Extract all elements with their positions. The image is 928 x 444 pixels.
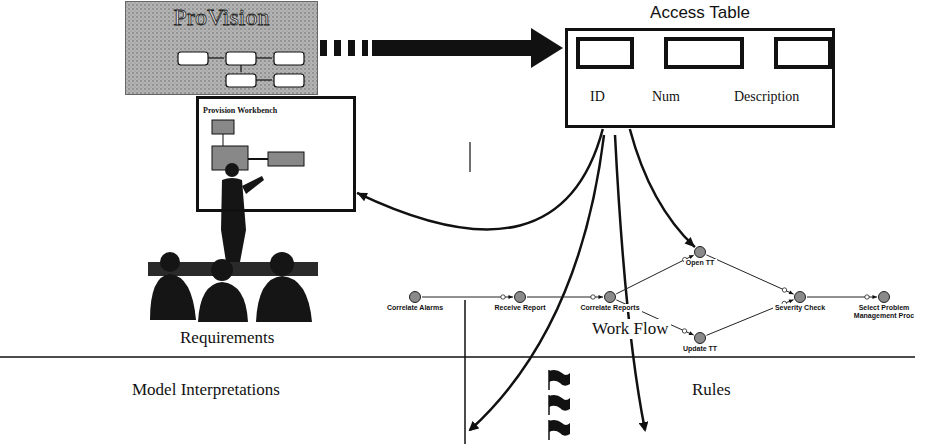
table-node: ID Num Description Access Table	[560, 3, 840, 130]
step-label: Receive Report	[493, 304, 548, 312]
step-circle	[409, 291, 421, 303]
section-label: Rules	[690, 380, 733, 400]
arrow-head	[531, 28, 563, 68]
arrow-body	[372, 40, 531, 56]
arrow-head	[598, 295, 603, 299]
connector-port	[682, 329, 686, 333]
column-header: Num	[652, 89, 680, 105]
connector-line	[630, 129, 695, 247]
arrow-body	[320, 40, 368, 56]
flow-arrow	[470, 135, 645, 430]
step-circle	[794, 291, 806, 303]
connector	[357, 129, 603, 229]
arrow-head	[508, 295, 513, 299]
divider-line	[0, 356, 915, 358]
step-node: Open TT	[684, 246, 717, 267]
people-silhouettes	[148, 163, 318, 322]
connector	[422, 295, 513, 299]
table-title: Access Table	[560, 3, 840, 23]
connector-line	[616, 255, 693, 294]
screen-node: Provision Workbench	[196, 96, 356, 212]
step-circle	[878, 291, 890, 303]
table-cell	[774, 37, 832, 69]
column-header: ID	[590, 89, 605, 105]
screen-content	[212, 120, 304, 170]
connector	[630, 129, 695, 247]
tick-line	[469, 142, 470, 172]
arrow-head	[357, 193, 368, 201]
step-label: Severity Check	[773, 304, 828, 312]
screen-title: Provision Workbench	[199, 104, 281, 117]
provision-ground	[125, 1, 318, 95]
arrow-head	[789, 300, 794, 304]
connector-port	[865, 295, 869, 299]
connector-line	[357, 129, 603, 229]
section-label: Model Interpretations	[130, 380, 282, 400]
connector-line	[422, 297, 513, 298]
divider-line	[464, 300, 466, 444]
flag-icons	[549, 370, 570, 440]
connector-port	[591, 295, 595, 299]
connector	[320, 28, 563, 68]
table-cell	[576, 37, 634, 69]
section-label: Work Flow	[590, 319, 671, 339]
step-label: Correlate Reports	[578, 304, 642, 312]
box-title: ProVision	[126, 4, 317, 30]
connector	[527, 295, 603, 299]
step-node: Receive Report	[493, 291, 548, 312]
step-label: Open TT	[684, 259, 717, 267]
table-cell	[664, 37, 744, 69]
step-circle	[604, 291, 616, 303]
step-label: Correlate Alarms	[385, 304, 446, 312]
column-header: Description	[734, 89, 799, 105]
step-label: Update TT	[681, 345, 720, 353]
step-circle	[694, 332, 706, 344]
provision-node: ProVision	[125, 1, 318, 95]
connector-line	[706, 255, 793, 294]
connector-port	[501, 295, 505, 299]
step-node: Severity Check	[773, 291, 828, 312]
arrow-head	[689, 331, 694, 335]
step-node: Correlate Reports	[578, 291, 642, 312]
step-circle	[694, 246, 706, 258]
connector	[807, 295, 877, 299]
step-node: Update TT	[681, 332, 720, 353]
arrow-head	[685, 237, 695, 247]
step-circle	[514, 291, 526, 303]
step-node: Select Problem Management Proc	[849, 291, 919, 320]
arrow-head	[789, 290, 794, 294]
connector	[706, 255, 793, 294]
connector	[616, 255, 693, 294]
mini-flow	[178, 52, 304, 87]
step-label: Select Problem Management Proc	[849, 304, 919, 320]
section-label: Requirements	[178, 328, 276, 348]
connector-port	[782, 288, 786, 292]
arrow-head	[872, 295, 877, 299]
step-node: Correlate Alarms	[385, 291, 446, 312]
table-frame: ID Num Description	[565, 28, 835, 128]
